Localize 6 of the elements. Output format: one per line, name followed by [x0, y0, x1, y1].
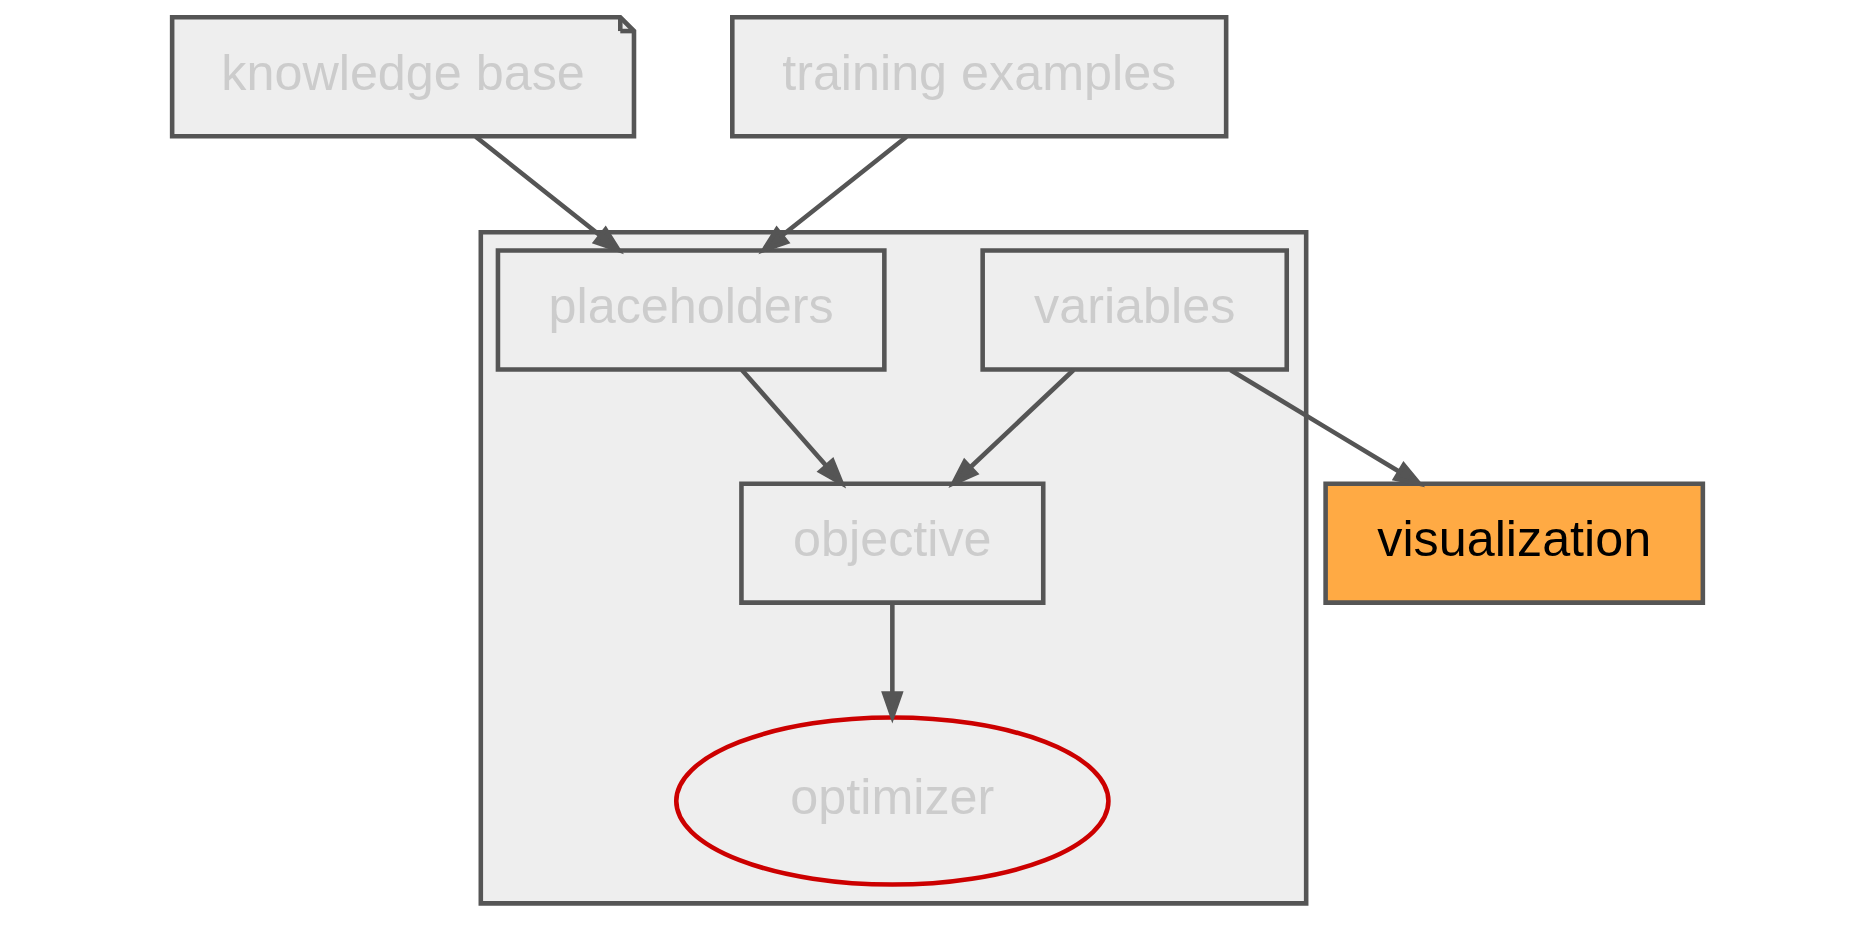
arrow — [740, 368, 847, 489]
arrow — [948, 368, 1076, 488]
cluster — [478, 229, 1309, 906]
arrow — [881, 602, 904, 724]
node-box: visualization — [1323, 481, 1706, 605]
arrow — [1229, 368, 1426, 488]
